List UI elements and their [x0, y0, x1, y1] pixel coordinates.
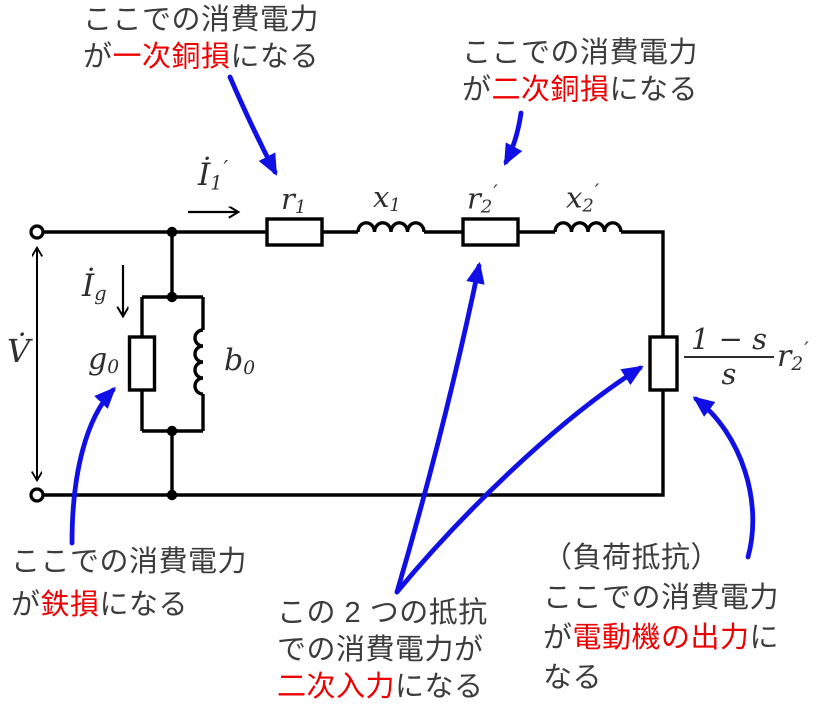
annotation-line: この 2 つの抵抗: [277, 597, 488, 629]
input-terminal-top: [29, 224, 45, 240]
annotation-line: （負荷抵抗）: [543, 542, 721, 574]
annotation-line: が一次銅損になる: [82, 41, 320, 73]
highlight-motor-output: 電動機の出力: [572, 622, 750, 654]
annotation-line: が鉄損になる: [11, 589, 189, 621]
annotation-iron-loss: ここでの消費電力 が鉄損になる: [11, 541, 247, 627]
r2-label: r2′: [467, 181, 498, 218]
annotation-secondary-input: この 2 つの抵抗 での消費電力が 二次入力になる: [277, 595, 488, 706]
b0-label: b0: [224, 343, 256, 380]
arrow-secondary-copper-loss-to-r2: [503, 110, 524, 166]
r2-resistor-box: [461, 217, 520, 247]
r1-resistor-box: [265, 217, 324, 247]
load-fraction-bar: [684, 356, 774, 358]
arrow-motor-output-to-load: [692, 396, 756, 560]
x1-label: x1: [373, 180, 401, 216]
load-resistor-box: [648, 335, 679, 392]
arrow-primary-copper-loss-to-r1: [227, 74, 278, 176]
highlight-secondary-input: 二次入力: [277, 671, 396, 703]
voltage-label: V̇: [7, 332, 31, 370]
annotation-motor-output: （負荷抵抗） ここでの消費電力 が電動機の出力に なる: [543, 538, 779, 698]
annotation-line: が電動機の出力に: [543, 622, 780, 654]
load-fraction: 1 − s s: [684, 324, 774, 389]
annotation-line: ここでの消費電力: [11, 546, 248, 578]
node-dot-bottom: [166, 489, 178, 501]
annotation-line: が二次銅損になる: [461, 74, 699, 106]
x2-label: x2′: [566, 180, 600, 217]
annotation-line: ここでの消費電力: [543, 582, 780, 614]
arrow-secondary-input-to-r2: [394, 261, 485, 595]
r1-label: r1: [281, 182, 307, 218]
g0-label: g0: [88, 342, 120, 379]
primary-current-label: İ1′: [198, 156, 229, 195]
annotation-line: 二次入力になる: [277, 671, 484, 703]
arrow-iron-loss-to-g0: [69, 386, 116, 546]
arrow-secondary-input-to-load: [394, 365, 644, 595]
b0-inductor-coil: [193, 328, 204, 396]
annotation-secondary-copper-loss: ここでの消費電力 が二次銅損になる: [442, 35, 718, 109]
node-dot-top: [166, 226, 178, 238]
x2-inductor-coil: [553, 221, 623, 233]
excitation-current-label: İg: [82, 268, 107, 306]
annotation-primary-copper-loss: ここでの消費電力 が一次銅損になる: [63, 2, 339, 76]
load-resistance-formula: 1 − s s r2′: [684, 324, 809, 389]
highlight-primary-copper-loss: 一次銅損: [112, 41, 231, 73]
annotation-line: での消費電力が: [277, 634, 484, 666]
load-fraction-numerator: 1 − s: [690, 322, 768, 356]
node-dot-branch-bottom: [166, 425, 178, 437]
input-terminal-bottom: [29, 487, 45, 503]
annotation-line: ここでの消費電力: [82, 4, 319, 36]
node-dot-branch-top: [166, 291, 178, 303]
load-r2-term: r2′: [777, 338, 809, 375]
g0-resistor-box: [127, 335, 157, 392]
highlight-secondary-copper-loss: 二次銅損: [491, 74, 610, 106]
top-right-corner-wire: [621, 230, 665, 337]
highlight-iron-loss: 鉄損: [40, 589, 100, 621]
x1-inductor-coil: [356, 221, 426, 233]
annotation-line: ここでの消費電力: [461, 37, 698, 69]
load-fraction-denominator: s: [721, 357, 737, 391]
bottom-wire: [43, 390, 665, 497]
annotation-line: なる: [543, 662, 603, 694]
